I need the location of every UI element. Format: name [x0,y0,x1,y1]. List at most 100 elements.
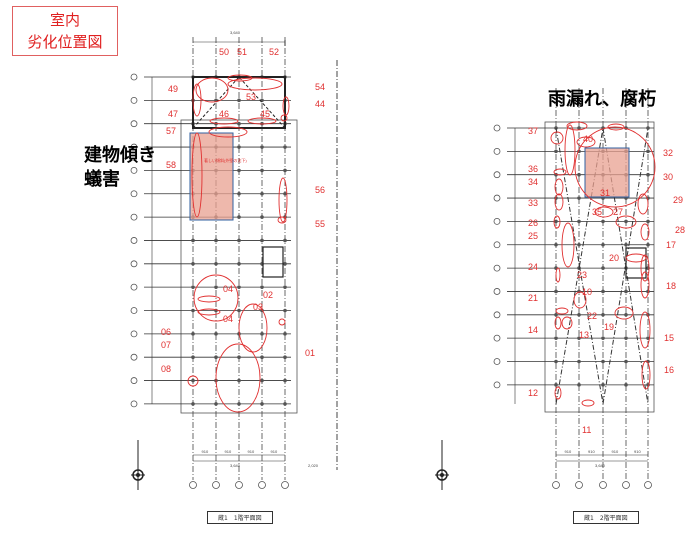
grid-col-marker [622,481,630,489]
damage-marker-label: 28 [675,225,685,235]
damage-marker-label: 34 [528,177,538,187]
damage-marker-label: 06 [161,327,171,337]
column-post [624,289,628,294]
damage-marker-label: 13 [579,330,589,340]
column-post [191,402,195,406]
damage-ellipse [208,126,248,138]
grid-row-marker [130,377,138,384]
column-post [624,383,628,387]
column-post [237,121,241,126]
column-post [554,359,558,364]
bay-dimension: 910 [271,449,278,454]
bay-dimension: 910 [248,449,255,454]
damage-marker-label: 55 [315,219,325,229]
column-post [237,191,241,196]
grid-row-marker [493,358,501,365]
damage-ellipse [640,271,650,299]
damage-marker-label: 56 [315,185,325,195]
damage-ellipse [193,274,239,322]
damage-marker-label: 46 [219,109,229,119]
column-post [237,378,241,383]
bay-dimension: 910 [634,449,641,454]
roof-line [555,127,649,405]
damage-marker-label: 10 [582,287,592,297]
damage-marker-label: 02 [263,290,273,300]
grid-col-marker [552,481,560,489]
annotation-termite: 蟻害 [84,169,120,190]
column-post [577,313,581,317]
grid-row-marker [130,237,138,244]
damage-ellipse [554,316,562,330]
grid-row-marker [130,307,138,314]
damage-marker-label: 53 [246,92,256,102]
column-post [554,383,558,387]
damage-marker-label: 07 [161,340,171,350]
grid-row-marker [493,147,501,155]
grid-row-marker [130,283,138,291]
damage-ellipse [554,178,564,196]
damage-ellipse [227,77,283,91]
grid-row-marker [493,241,501,249]
column-post [283,262,287,266]
damage-ellipse [607,123,625,131]
damage-ellipse [614,306,634,320]
damage-ellipse [574,126,656,208]
damage-ellipse [247,117,277,125]
damage-marker-label: 20 [609,253,619,263]
damage-marker-label: 30 [663,172,673,182]
damage-marker-label: 27 [613,207,623,217]
floor2-caption: 蔵1 2階平面図 [573,511,639,524]
bay-dimension: 910 [612,449,619,454]
column-post [260,145,264,149]
column-post [577,336,581,340]
damage-ellipse [282,96,290,116]
column-post [577,383,581,387]
grid-row-marker [130,143,138,151]
damage-ellipse [637,193,649,215]
column-post [577,172,581,177]
damage-ellipse [555,267,561,283]
north-arrow-icon [435,440,449,490]
column-post [260,332,264,336]
grid-row-marker [493,334,501,342]
damage-marker-label: 21 [528,293,538,303]
damage-ellipse [625,253,647,263]
column-post [577,196,581,200]
grid-col-marker [281,481,289,489]
column-post [601,266,605,270]
damage-marker-label: 12 [528,388,538,398]
title-line1: 室内 [49,11,80,29]
roof-line [192,76,240,129]
damage-ellipse [561,222,575,268]
column-post [601,383,605,387]
column-post [646,242,650,247]
column-post [237,145,241,149]
roof-line [238,76,286,129]
damage-ellipse [192,83,202,117]
damage-marker-label: 37 [528,126,538,136]
grid-row-marker [130,213,138,221]
column-post [577,126,581,130]
column-post [260,215,264,219]
damage-marker-label: 35 [592,207,602,217]
grid-col-marker [575,481,583,489]
damage-ellipse [566,121,588,131]
grid-row-marker [130,190,138,198]
column-post [260,402,264,406]
floor1-top-dimension: 3,640 [230,30,241,35]
damage-marker-label: 50 [219,47,229,57]
grid-row-marker [130,260,138,268]
grid-row-marker [130,166,138,174]
damage-marker-label: 08 [161,364,171,374]
column-post [191,355,195,360]
damage-marker-label: 36 [528,164,538,174]
damage-marker-label: 15 [664,333,674,343]
grid-row-marker [493,124,501,132]
column-post [283,285,287,289]
column-post [554,149,558,154]
staircase [625,247,647,279]
damage-ellipse [573,291,587,309]
column-post [260,355,264,360]
damage-ellipse [191,132,203,218]
